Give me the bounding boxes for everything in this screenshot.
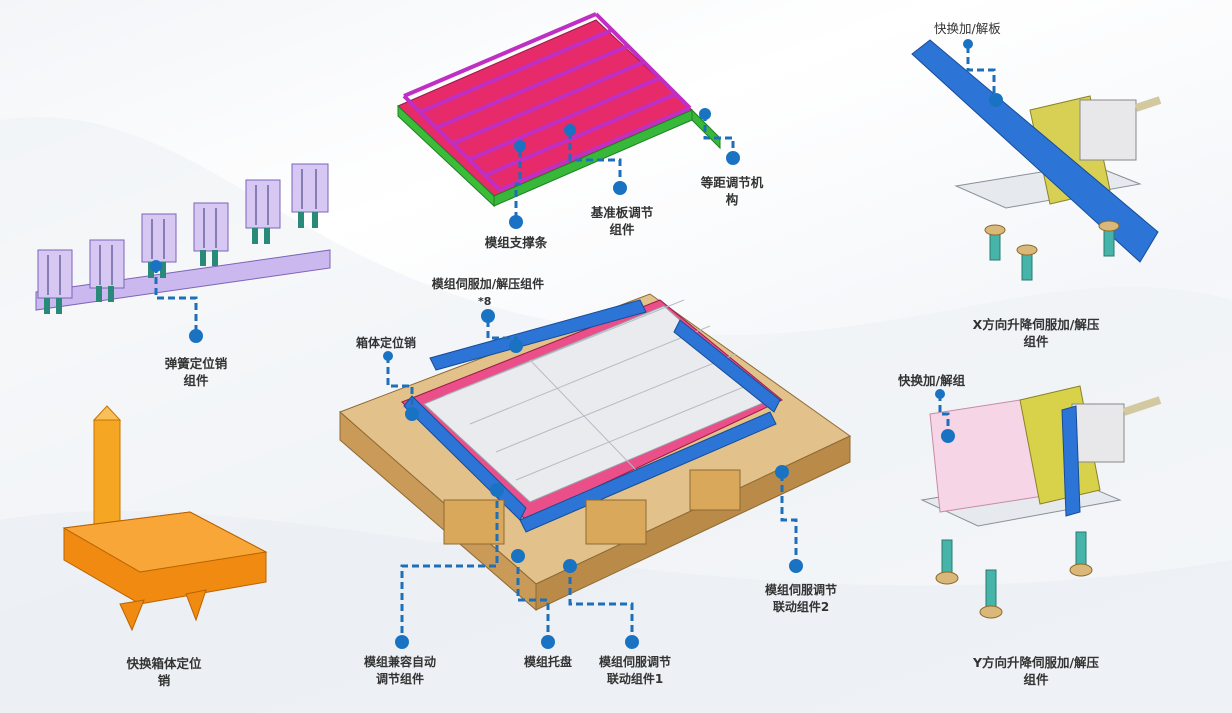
label-line: 模组兼容自动 bbox=[363, 655, 436, 669]
label-line: 模组伺服调节 bbox=[764, 583, 837, 597]
label-line: 快换箱体定位 bbox=[126, 656, 202, 671]
label-line: 基准板调节 bbox=[590, 205, 654, 220]
module-support-frame-render bbox=[397, 12, 721, 208]
label-y-servo: Y方向升降伺服加/解压 组件 bbox=[938, 654, 1134, 688]
label-line: 销 bbox=[157, 673, 171, 688]
label-line: 模组支撑条 bbox=[484, 235, 548, 250]
spring-pin-assembly-render bbox=[35, 163, 331, 314]
label-line: 组件 bbox=[183, 373, 209, 388]
label-quick-group: 快换加/解组 bbox=[898, 372, 965, 389]
label-line: 组件 bbox=[609, 222, 635, 237]
label-line: 箱体定位销 bbox=[356, 336, 417, 350]
quick-box-pin-render bbox=[62, 405, 268, 632]
label-line: 联动组件2 bbox=[772, 600, 830, 614]
label-line: 构 bbox=[725, 192, 739, 207]
label-line: 等距调节机 bbox=[700, 175, 764, 190]
label-module-compat: 模组兼容自动 调节组件 bbox=[352, 654, 448, 688]
label-module-support: 模组支撑条 bbox=[466, 234, 566, 251]
label-line: Y方向升降伺服加/解压 bbox=[972, 655, 1100, 670]
y-servo-render bbox=[920, 385, 1162, 619]
label-quick-plate: 快换加/解板 bbox=[934, 20, 1001, 37]
label-line: *8 bbox=[478, 295, 492, 308]
label-base-plate: 基准板调节 组件 bbox=[574, 204, 670, 238]
label-module-servo-press: 模组伺服加/解压组件 *8 bbox=[426, 276, 550, 310]
label-quick-box-pin: 快换箱体定位 销 bbox=[108, 655, 220, 689]
label-line: 组件 bbox=[1023, 672, 1049, 687]
label-line: 模组伺服加/解压组件 bbox=[431, 277, 545, 291]
leader-dot-icon bbox=[150, 39, 1003, 649]
label-line: 模组托盘 bbox=[523, 655, 572, 669]
label-line: 快换加/解板 bbox=[934, 21, 1001, 36]
label-box-pin: 箱体定位销 bbox=[356, 335, 416, 352]
label-line: 快换加/解组 bbox=[898, 373, 966, 388]
main-tray-assembly-render bbox=[339, 293, 851, 612]
leader-lines bbox=[154, 46, 996, 642]
x-servo-render bbox=[911, 39, 1162, 281]
label-spring-pin: 弹簧定位销 组件 bbox=[148, 355, 244, 389]
label-equidistant: 等距调节机 构 bbox=[684, 174, 780, 208]
label-line: 组件 bbox=[1023, 334, 1049, 349]
label-module-tray: 模组托盘 bbox=[508, 654, 588, 671]
label-line: 调节组件 bbox=[375, 672, 424, 686]
label-line: X方向升降伺服加/解压 bbox=[972, 317, 1100, 332]
label-link2: 模组伺服调节 联动组件2 bbox=[756, 582, 846, 616]
label-line: 联动组件1 bbox=[606, 672, 664, 686]
label-x-servo: X方向升降伺服加/解压 组件 bbox=[938, 316, 1134, 350]
label-line: 弹簧定位销 bbox=[164, 356, 228, 371]
label-link1: 模组伺服调节 联动组件1 bbox=[590, 654, 680, 688]
label-line: 模组伺服调节 bbox=[598, 655, 671, 669]
